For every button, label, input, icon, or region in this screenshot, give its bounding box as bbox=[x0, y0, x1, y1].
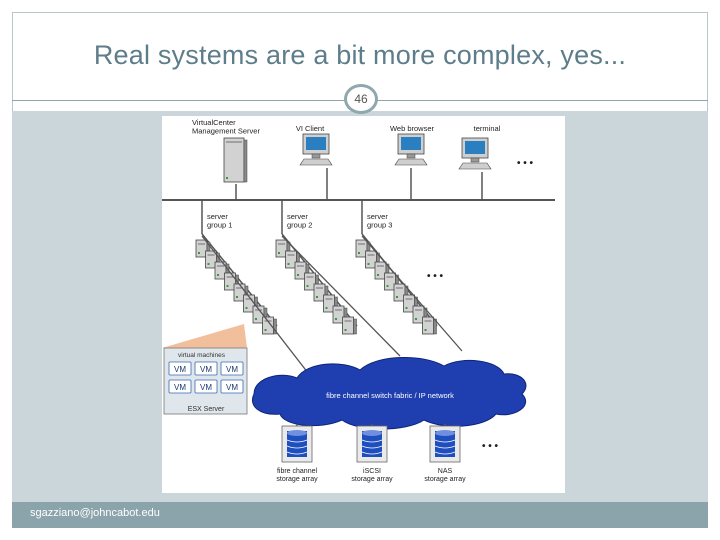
virtualcenter-server-icon bbox=[223, 137, 248, 183]
network-cloud bbox=[252, 357, 527, 430]
vm-label-6: VM bbox=[226, 383, 238, 392]
label-web-browser: Web browser bbox=[390, 124, 435, 133]
vm-box-5 bbox=[194, 379, 218, 394]
storage-array-icon-2 bbox=[356, 425, 388, 463]
group-3-server-7 bbox=[412, 305, 428, 324]
group-2-server-8 bbox=[342, 316, 357, 335]
slide-title: Real systems are a bit more complex, yes… bbox=[93, 40, 627, 70]
server-groups-ellipsis: • • • bbox=[427, 271, 444, 282]
esx-callout-wedge bbox=[162, 324, 247, 348]
footer-bar bbox=[12, 502, 708, 528]
vm-box-4 bbox=[168, 379, 192, 394]
vm-box-1 bbox=[168, 361, 192, 376]
group-3-server-5 bbox=[393, 283, 409, 302]
vm-box-6 bbox=[220, 379, 244, 394]
slide-number: 46 bbox=[344, 84, 378, 114]
group-2-server-5 bbox=[313, 283, 329, 302]
group-3-server-1 bbox=[355, 239, 371, 258]
group-3-server-6 bbox=[403, 294, 418, 313]
label-network: fibre channel switch fabric / IP network bbox=[326, 391, 454, 400]
label-virtual-machines: virtual machines bbox=[178, 352, 226, 359]
vm-label-1: VM bbox=[174, 365, 186, 374]
group-3-network-link bbox=[361, 235, 463, 352]
label-esx-server: ESX Server bbox=[188, 406, 225, 413]
group-2-network-link bbox=[281, 235, 401, 357]
vm-box-3 bbox=[220, 361, 244, 376]
top-row-ellipsis: • • • bbox=[517, 158, 534, 169]
vm-label-3: VM bbox=[226, 365, 238, 374]
vm-box-2 bbox=[194, 361, 218, 376]
vi-client-monitor-icon bbox=[299, 133, 333, 166]
terminal-monitor-icon bbox=[458, 137, 492, 170]
label-terminal: terminal bbox=[474, 124, 501, 133]
vm-label-4: VM bbox=[174, 383, 186, 392]
group-1-network-link bbox=[201, 235, 323, 392]
storage-array-icon-3 bbox=[429, 425, 461, 463]
group-2-server-6 bbox=[323, 294, 338, 313]
footer-email: sgazziano@johncabot.edu bbox=[30, 507, 160, 519]
label-vi-client: VI Client bbox=[296, 124, 325, 133]
group-1-server-8 bbox=[262, 316, 277, 335]
vm-label-2: VM bbox=[200, 365, 212, 374]
web-browser-monitor-icon bbox=[394, 133, 428, 166]
storage-ellipsis: • • • bbox=[482, 441, 499, 452]
storage-array-icon-1 bbox=[281, 425, 313, 463]
vm-label-5: VM bbox=[200, 383, 212, 392]
